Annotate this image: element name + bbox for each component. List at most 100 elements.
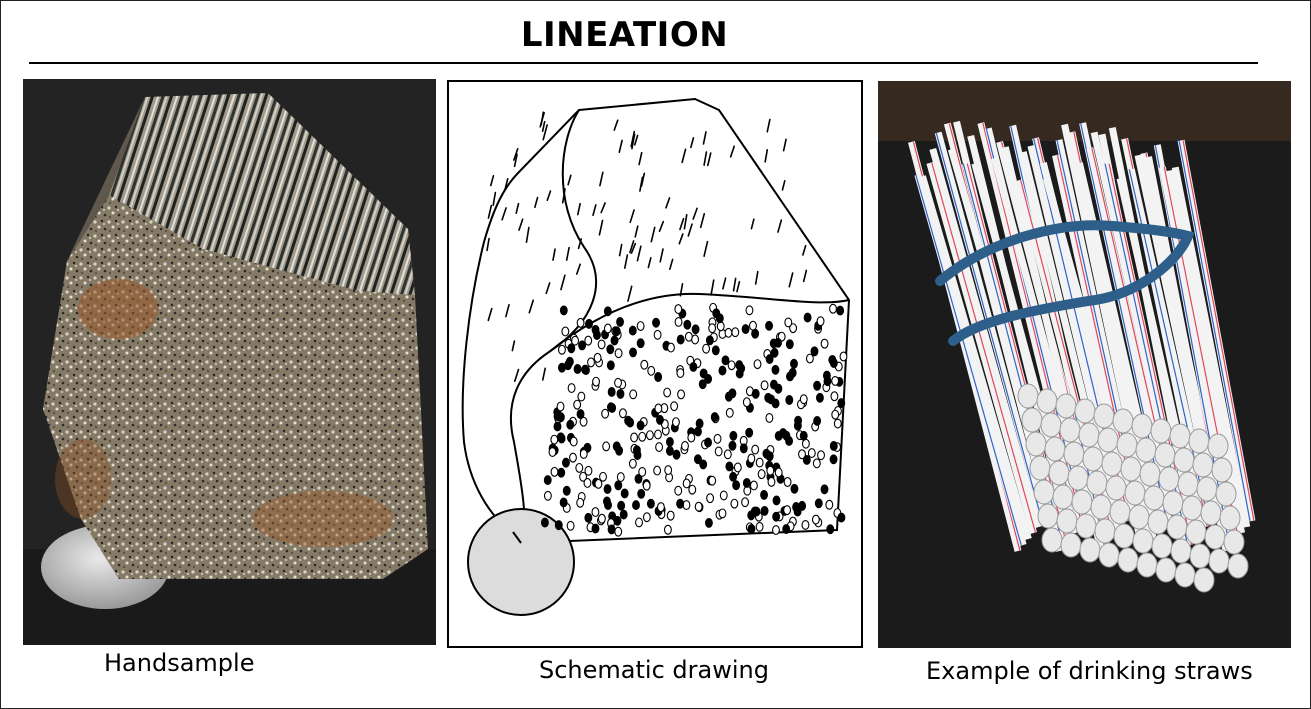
dot-mark (762, 448, 771, 459)
dot-mark (789, 323, 798, 334)
dot-mark (755, 457, 764, 468)
dot-mark (836, 305, 845, 316)
dot-mark (569, 452, 577, 463)
straw-end (1162, 490, 1184, 516)
dot-mark (676, 334, 685, 345)
dash-mark (515, 202, 520, 214)
dot-mark (749, 480, 758, 491)
dash-mark (683, 214, 688, 230)
dash-mark (539, 111, 545, 128)
dot-mark (665, 445, 674, 456)
dot-mark (816, 316, 825, 327)
dash-mark (777, 219, 783, 233)
dash-mark (665, 197, 671, 209)
dot-mark (636, 321, 645, 331)
caption-handsample: Handsample (104, 649, 255, 677)
dot-mark (687, 432, 696, 443)
dot-mark (634, 473, 643, 484)
dot-mark (783, 477, 792, 487)
straw-ends (1017, 383, 1249, 593)
dash-mark (633, 134, 639, 146)
dot-mark (557, 433, 566, 444)
straw-end (1207, 433, 1229, 459)
dash-mark (702, 131, 707, 145)
straw-end (1029, 455, 1051, 481)
dot-mark (695, 418, 704, 429)
dot-mark (729, 471, 738, 482)
straw-end (1079, 537, 1101, 563)
dot-mark (732, 480, 741, 491)
lineation-dashes (486, 111, 808, 383)
straw-end (1170, 538, 1192, 564)
dot-mark (612, 326, 621, 337)
dash-mark (618, 139, 623, 154)
dash-mark (650, 226, 656, 243)
straw (926, 162, 1037, 534)
straw-end (1112, 408, 1134, 434)
straw-stripe (1178, 140, 1251, 522)
dot-mark (783, 505, 792, 516)
straw-end (1185, 519, 1207, 545)
dot-mark (630, 432, 639, 443)
dot-mark (635, 517, 643, 528)
straw-end (1189, 543, 1211, 569)
straw-end (1174, 562, 1196, 588)
straw-stripe (966, 163, 1068, 546)
dash-mark (613, 119, 619, 131)
dot-mark (565, 356, 574, 367)
dot-mark (708, 475, 717, 486)
dot-mark (556, 412, 565, 423)
schematic-illustration (461, 97, 851, 616)
dash-mark (525, 226, 530, 244)
dot-mark (769, 379, 778, 390)
dot-mark (593, 330, 601, 341)
straw (977, 122, 1084, 528)
dot-mark (543, 490, 552, 501)
dot-mark (576, 317, 585, 328)
dash-mark (687, 223, 693, 237)
dot-mark (571, 335, 580, 346)
dot-mark (594, 478, 603, 489)
dot-mark (711, 345, 720, 356)
straw-end (1200, 500, 1222, 526)
dot-mark (548, 447, 557, 458)
dot-mark (742, 397, 751, 408)
dash-mark (552, 248, 556, 261)
dot-mark (616, 388, 625, 399)
dot-mark (628, 325, 637, 336)
dot-mark (757, 469, 766, 480)
straw (919, 175, 1032, 540)
rubber-band (935, 220, 1195, 346)
straw-end (1036, 388, 1058, 414)
dot-mark (554, 520, 563, 531)
dot-mark (723, 449, 732, 460)
dash-mark (634, 225, 639, 238)
dot-mark (751, 444, 760, 455)
straw-end (1086, 470, 1108, 496)
dot-mark (798, 500, 807, 511)
dot-mark (597, 339, 606, 350)
dot-mark (593, 352, 602, 363)
straw (929, 147, 1043, 528)
dot-mark (730, 498, 739, 509)
dot-mark (626, 417, 635, 428)
dot-mark (556, 401, 565, 412)
dot-mark (698, 379, 707, 390)
dot-mark (666, 510, 675, 521)
dot-mark (774, 467, 783, 478)
caption-straws: Example of drinking straws (926, 657, 1253, 685)
dash-mark (541, 367, 547, 381)
title-underline (29, 62, 1258, 64)
straw-end (1151, 533, 1173, 559)
handsample-illustration (23, 79, 436, 645)
dot-mark (752, 506, 761, 517)
dash-mark (679, 283, 684, 297)
dash-mark (710, 279, 715, 296)
straw-end (1120, 456, 1142, 482)
dot-mark (663, 387, 672, 398)
dot-mark (567, 383, 576, 394)
straw-end (1208, 548, 1230, 574)
dot-mark (652, 317, 660, 328)
dot-mark (790, 358, 798, 369)
